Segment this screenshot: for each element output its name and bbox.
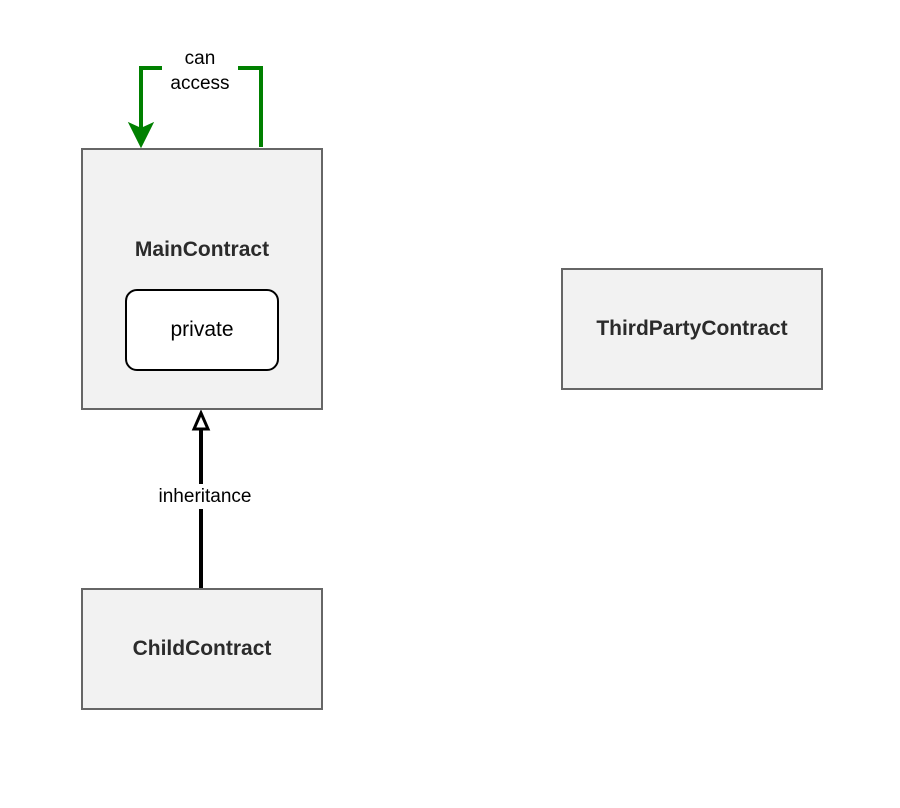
can-access-label-line2: access xyxy=(170,73,230,94)
main-contract-node[interactable]: MainContract private xyxy=(81,148,323,410)
main-contract-title: MainContract xyxy=(134,238,270,261)
inheritance-label: inheritance xyxy=(148,484,262,509)
inheritance-arrowhead xyxy=(191,409,211,431)
child-contract-title: ChildContract xyxy=(132,637,272,660)
can-access-arrowhead xyxy=(127,121,155,149)
child-contract-node[interactable]: ChildContract xyxy=(81,588,323,710)
can-access-label-line1: can xyxy=(184,48,216,69)
private-member-node[interactable]: private xyxy=(125,289,279,371)
third-party-contract-title: ThirdPartyContract xyxy=(596,317,788,340)
can-access-label: can access xyxy=(162,46,238,96)
third-party-contract-node[interactable]: ThirdPartyContract xyxy=(561,268,823,390)
